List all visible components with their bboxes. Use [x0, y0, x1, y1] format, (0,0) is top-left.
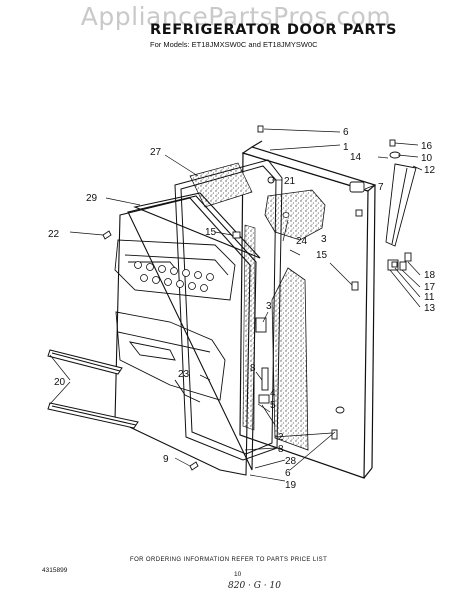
callout-24: 24 [296, 236, 308, 247]
callout-6: 6 [343, 127, 349, 138]
callout-4: 4 [270, 388, 276, 399]
leader-lines [49, 128, 423, 482]
callout-2: 2 [278, 432, 284, 443]
callout-1: 1 [343, 142, 349, 153]
hardware-parts [102, 125, 417, 471]
callout-15a: 15 [205, 227, 217, 238]
door-label-decal [264, 189, 326, 241]
outer-door-panel [239, 140, 377, 479]
callout-12: 12 [424, 165, 436, 176]
document-number: 4315899 [42, 567, 68, 574]
callout-27: 27 [150, 147, 162, 158]
callout-17: 17 [424, 282, 436, 293]
callout-6b: 6 [285, 468, 291, 479]
callout-18: 18 [424, 270, 436, 281]
callout-22: 22 [48, 229, 60, 240]
shelf-bars [47, 349, 139, 429]
callout-10: 10 [421, 153, 433, 164]
handwritten-note: 820 · G · 10 [228, 581, 281, 591]
callout-3b: 3 [266, 301, 272, 312]
callout-3a: 3 [321, 234, 327, 245]
callout-7: 7 [378, 182, 384, 193]
callout-13: 13 [424, 303, 436, 314]
callout-16: 16 [421, 141, 433, 152]
callout-28: 28 [285, 456, 297, 467]
callout-8a: 8 [250, 363, 256, 374]
callout-11: 11 [424, 292, 435, 303]
door-shelves [114, 239, 236, 403]
callout-14: 14 [350, 152, 362, 163]
egg-tray [134, 261, 214, 292]
watermark: AppliancePartsPros.com [80, 2, 392, 31]
ordering-note: FOR ORDERING INFORMATION REFER TO PARTS … [130, 557, 328, 563]
callout-labels: 6 1 14 16 10 12 7 21 27 29 22 15 24 3 15… [48, 127, 436, 491]
page-title: REFRIGERATOR DOOR PARTS [150, 22, 398, 38]
callout-29: 29 [86, 193, 98, 204]
door-gasket [174, 159, 283, 461]
callout-23: 23 [178, 369, 190, 380]
callout-20: 20 [54, 377, 66, 388]
callout-9: 9 [163, 454, 169, 465]
callout-15b: 15 [316, 250, 328, 261]
models-subtitle: For Models: ET18JMXSW0C and ET18JMYSW0C [150, 40, 318, 49]
callout-8b: 8 [278, 444, 284, 455]
page-number: 10 [234, 571, 242, 578]
callout-21: 21 [284, 176, 296, 187]
callout-19: 19 [285, 480, 297, 491]
callout-5: 5 [270, 400, 276, 411]
